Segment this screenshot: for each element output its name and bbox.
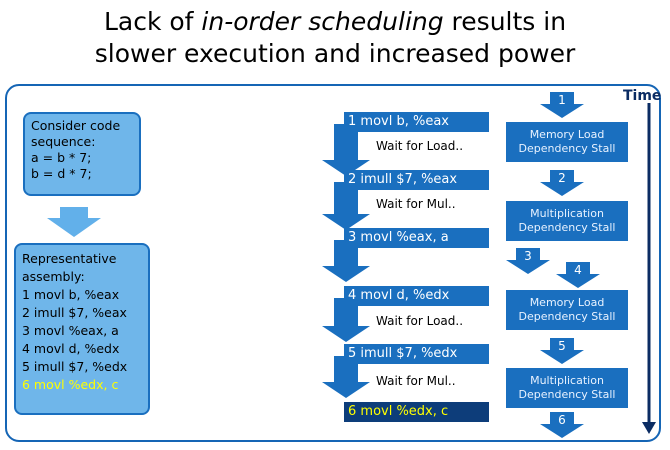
instruction-2: 2 imull $7, %eax — [344, 170, 489, 190]
step6-arrow — [540, 412, 584, 438]
instr4-down-arrow — [322, 298, 370, 342]
title-line-2: slower execution and increased power — [94, 39, 576, 68]
code-line: Consider code — [31, 118, 121, 133]
step-number-5: 5 — [558, 339, 566, 353]
stall-line: Multiplication — [530, 207, 604, 220]
assembly-line: 5 imull $7, %edx — [22, 359, 128, 374]
stall-line: Memory Load — [529, 296, 605, 309]
step-number-2: 2 — [558, 171, 566, 185]
instruction-5: 5 imull $7, %edx — [344, 344, 489, 364]
title-line-1: Lack of in-order scheduling results in — [0, 6, 670, 38]
step2-arrow — [540, 170, 584, 196]
instruction-4: 4 movl d, %edx — [344, 286, 489, 306]
code-line: b = d * 7; — [31, 166, 92, 181]
assembly-line: Representative — [22, 251, 117, 266]
step3-arrow — [506, 248, 550, 274]
instr2-down-arrow — [322, 182, 370, 230]
assembly-line: 1 movl b, %eax — [22, 287, 120, 302]
stall-box-3: Memory Load Dependency Stall — [506, 290, 628, 330]
assembly-line: 2 imull $7, %eax — [22, 305, 127, 320]
step-number-1: 1 — [558, 93, 566, 107]
stall-box-4: Multiplication Dependency Stall — [506, 368, 628, 408]
stall-box-2: Multiplication Dependency Stall — [506, 201, 628, 241]
step1-arrow — [540, 92, 584, 118]
title-emphasis: in-order scheduling — [201, 7, 444, 36]
stall-line: Dependency Stall — [518, 310, 616, 323]
assembly-box: Representative assembly: 1 movl b, %eax … — [14, 243, 150, 415]
assembly-line: 3 movl %eax, a — [22, 323, 119, 338]
time-axis-label: Time — [623, 88, 662, 104]
assembly-line: assembly: — [22, 269, 85, 284]
stall-line: Memory Load — [529, 128, 605, 141]
assembly-highlighted-line: 6 movl %edx, c — [22, 377, 119, 392]
content-frame — [5, 84, 661, 442]
stall-line: Multiplication — [530, 374, 604, 387]
instruction-3: 3 movl %eax, a — [344, 228, 489, 248]
step-number-6: 6 — [558, 413, 566, 427]
instr1-down-arrow — [322, 124, 370, 176]
stall-line: Dependency Stall — [518, 388, 616, 401]
code-line: sequence: — [31, 134, 96, 149]
instr5-down-arrow — [322, 356, 370, 398]
step5-arrow — [540, 338, 584, 364]
instruction-6: 6 movl %edx, c — [344, 402, 489, 422]
wait-label: Wait for Load.. — [370, 138, 468, 154]
stall-line: Dependency Stall — [518, 221, 616, 234]
assembly-line: 4 movl d, %edx — [22, 341, 120, 356]
wait-label: Wait for Load.. — [370, 313, 468, 329]
code-sequence-box: Consider code sequence: a = b * 7; b = d… — [23, 112, 141, 196]
step-number-4: 4 — [574, 263, 582, 277]
title-suffix: results in — [443, 7, 567, 36]
step4-arrow — [556, 262, 600, 288]
stall-line: Dependency Stall — [518, 142, 616, 155]
title-prefix: Lack of — [103, 7, 202, 36]
code-line: a = b * 7; — [31, 150, 92, 165]
step-number-3: 3 — [524, 249, 532, 263]
wait-label: Wait for Mul.. — [370, 373, 460, 389]
wait-label: Wait for Mul.. — [370, 196, 460, 212]
stall-box-1: Memory Load Dependency Stall — [506, 122, 628, 162]
slide-title: Lack of in-order scheduling results in s… — [0, 6, 670, 70]
instruction-1: 1 movl b, %eax — [344, 112, 489, 132]
time-axis-arrowhead — [642, 422, 656, 434]
instr3-down-arrow — [322, 240, 370, 282]
code-to-assembly-arrow — [47, 207, 101, 237]
